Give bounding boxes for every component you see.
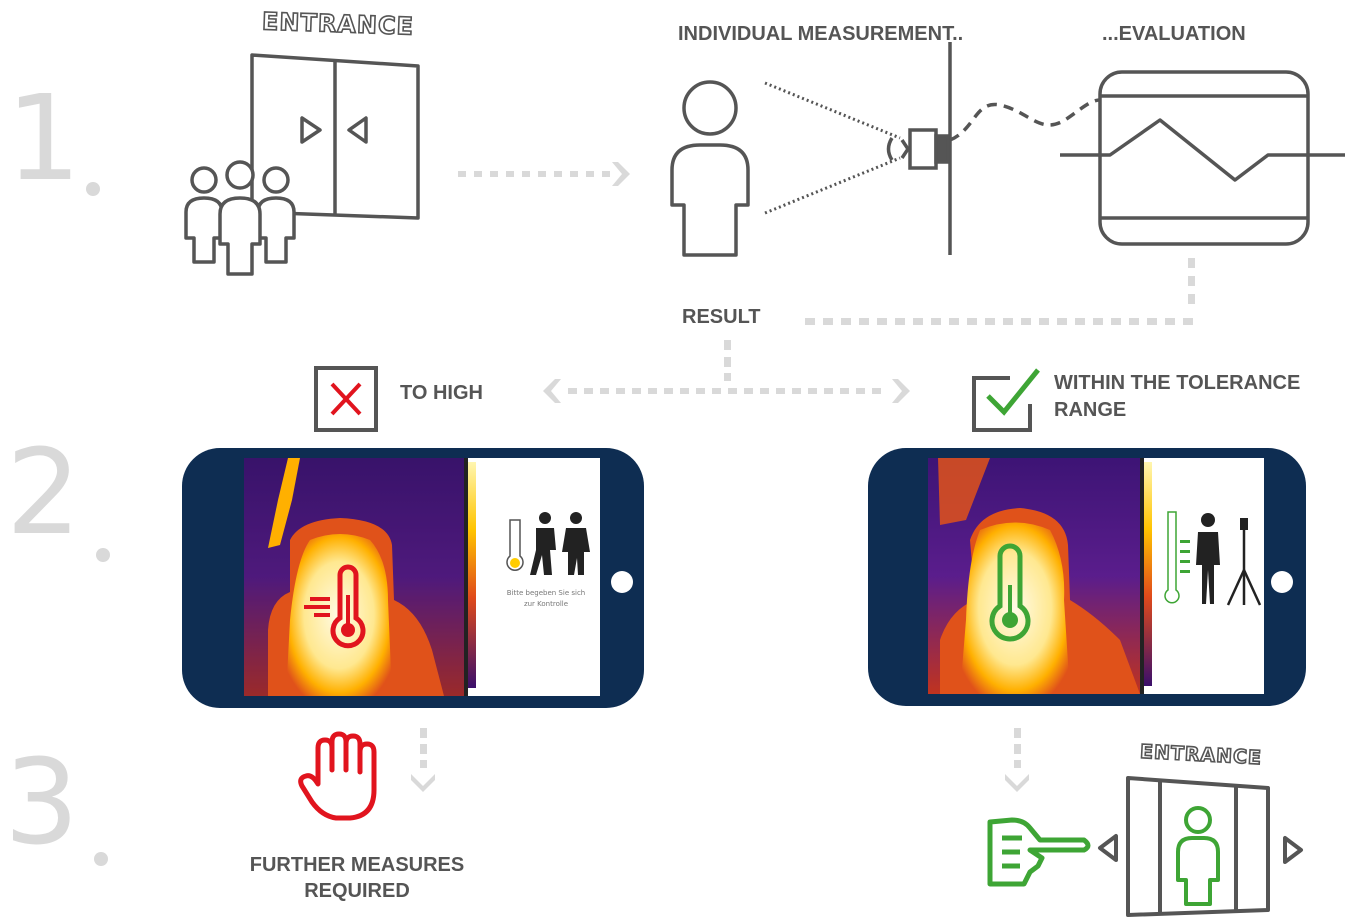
person-outline-icon — [670, 80, 750, 257]
step-number-3: 3 — [4, 733, 80, 871]
down-arrow-right — [1005, 728, 1029, 792]
screen-message-line1: Bitte begeben Sie sich — [506, 589, 586, 597]
screen-pictogram-left — [506, 512, 590, 575]
label-to-high: TO HIGH — [400, 382, 483, 404]
label-result: RESULT — [682, 306, 761, 328]
phone-right — [868, 448, 1306, 706]
phone-left — [182, 448, 644, 708]
split-arrow — [543, 379, 910, 403]
label-individual-measurement: INDIVIDUAL MEASUREMENT.. — [678, 23, 964, 45]
measurement-beam — [764, 81, 901, 215]
step-number-1: 1 — [6, 69, 82, 207]
flow-arrow-1 — [458, 162, 630, 186]
label-further-measures-2: REQUIRED — [304, 880, 410, 902]
label-within-tolerance-2: RANGE — [1054, 399, 1127, 421]
exit-door-icon — [1098, 776, 1303, 917]
result-connector — [724, 258, 1195, 381]
screen-message-line2: zur Kontrolle — [523, 600, 569, 608]
step-dot-1 — [86, 182, 100, 196]
thermal-camera-icon — [886, 42, 952, 255]
stop-hand-icon — [298, 731, 377, 821]
step-dot-2 — [96, 548, 110, 562]
monitor-curve-icon — [1060, 70, 1345, 246]
pointing-hand-icon — [987, 817, 1091, 887]
down-arrow-left — [411, 728, 435, 792]
group-of-people-icon — [184, 160, 296, 276]
label-further-measures-1: FURTHER MEASURES — [249, 854, 465, 876]
step-dot-3 — [94, 852, 108, 866]
cable-line — [949, 98, 1101, 142]
label-evaluation: ...EVALUATION — [1102, 23, 1246, 45]
step-number-2: 2 — [6, 423, 82, 561]
thermometer-alert-icon — [304, 564, 366, 649]
screen-pictogram-right — [1164, 511, 1262, 606]
check-box-icon — [972, 368, 1040, 432]
sliding-door-icon — [250, 53, 420, 220]
thermometer-ok-icon — [989, 543, 1031, 642]
cross-box-icon — [314, 366, 378, 432]
label-within-tolerance-1: WITHIN THE TOLERANCE — [1054, 372, 1301, 394]
entrance-sign-top: ENTRANCE — [261, 7, 415, 42]
green-person-icon — [1176, 806, 1220, 906]
